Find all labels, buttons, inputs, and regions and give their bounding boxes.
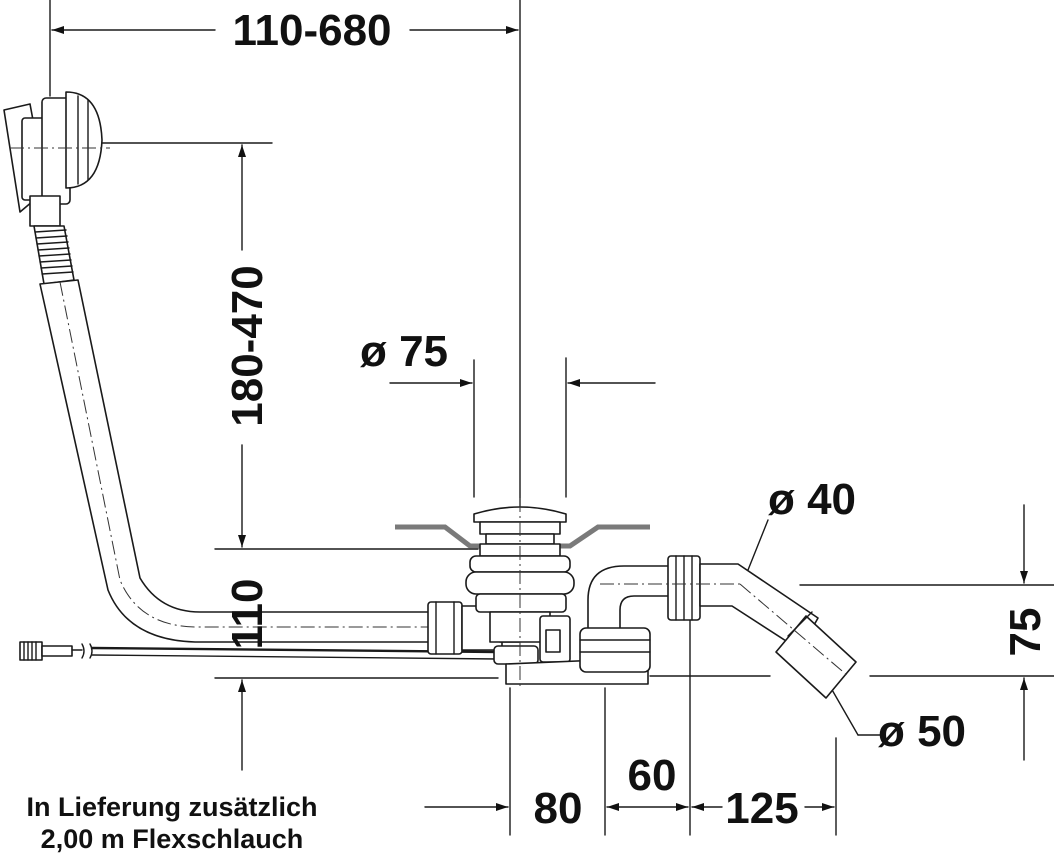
dim-waste-diameter: ø 75 [360,327,448,376]
extension-lines [49,0,1054,836]
dim-80: 80 [534,784,583,833]
dimension-texts: 110-680 180-470 110 ø 75 ø 40 ø 50 75 80… [223,6,1050,833]
overflow-fitting [3,91,110,227]
dim-pipe-diameter-50: ø 50 [878,707,966,756]
note-line-1: In Lieferung zusätzlich [26,792,317,822]
dim-overflow-distance: 110-680 [232,6,391,55]
dim-height-110: 110 [223,579,272,650]
dim-overflow-height: 180-470 [223,265,272,426]
note-line-2: 2,00 m Flexschlauch [41,824,304,854]
dimension-lines [51,26,1028,811]
dim-pipe-diameter-40: ø 40 [768,475,856,524]
dim-height-75: 75 [1001,608,1050,657]
delivery-note: In Lieferung zusätzlich 2,00 m Flexschla… [26,792,317,854]
dim-125: 125 [725,784,798,833]
dim-60: 60 [628,751,677,800]
siphon [579,555,857,699]
overflow-hose [33,225,431,643]
